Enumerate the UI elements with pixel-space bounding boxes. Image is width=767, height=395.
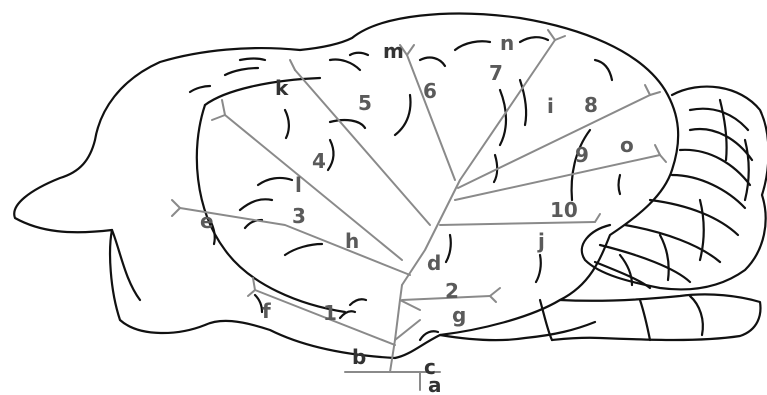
label-6: 6 (423, 79, 437, 103)
label-i: i (547, 94, 554, 118)
label-8: 8 (584, 93, 598, 117)
label-2: 2 (445, 279, 459, 303)
label-9: 9 (575, 143, 589, 167)
diagram-labels: a b c d e f g h i j k l m n o 1 2 3 4 5 … (200, 31, 634, 395)
vessel-tree (171, 29, 667, 391)
label-n: n (500, 31, 514, 55)
brain-outline (13, 12, 767, 360)
label-h: h (345, 229, 359, 253)
label-f: f (262, 299, 271, 323)
label-m: m (383, 39, 404, 63)
label-3: 3 (292, 204, 306, 228)
label-l: l (295, 173, 302, 197)
label-b: b (352, 345, 366, 369)
label-4: 4 (312, 149, 326, 173)
label-g: g (452, 303, 466, 327)
label-e: e (200, 209, 214, 233)
label-1: 1 (323, 301, 337, 325)
label-o: o (620, 133, 634, 157)
label-d: d (427, 251, 441, 275)
brain-sulci (188, 36, 622, 342)
label-5: 5 (358, 91, 372, 115)
label-7: 7 (489, 61, 503, 85)
label-c: c (424, 355, 436, 379)
label-k: k (275, 76, 289, 100)
label-a: a (428, 373, 442, 395)
label-10: 10 (550, 198, 578, 222)
label-j: j (537, 229, 545, 253)
